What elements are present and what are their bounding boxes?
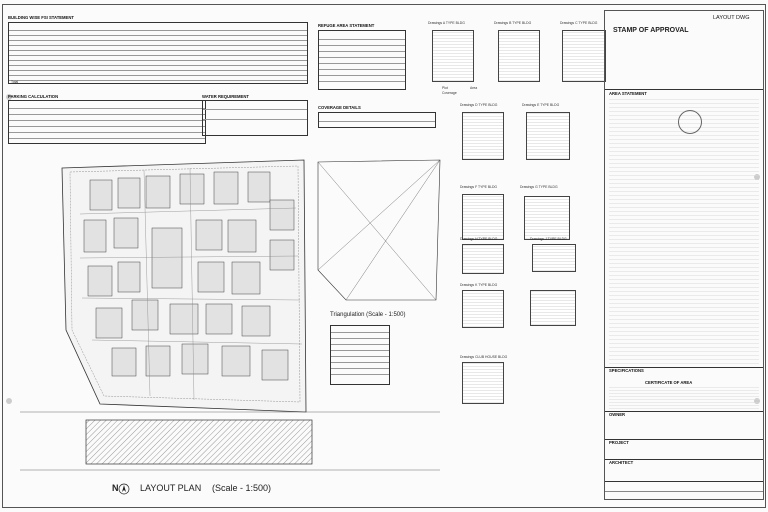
typical-plan bbox=[530, 290, 576, 326]
typical-plan-title: Drawings C TYPE BLDG bbox=[560, 21, 598, 25]
layout-plan-title: LAYOUT PLAN bbox=[140, 483, 202, 493]
coverage-table bbox=[318, 112, 436, 128]
area-statement-rows bbox=[609, 99, 759, 364]
fsi-table: Total bbox=[8, 22, 308, 84]
typical-plan-title: Drawings D TYPE BLDG bbox=[460, 103, 498, 107]
typical-plan bbox=[524, 196, 570, 240]
typical-plan-title: Drawings CLUB HOUSE BLDG bbox=[460, 355, 508, 359]
typical-plan-title: Drawings J TYPE BLDG bbox=[530, 237, 567, 241]
typical-plan bbox=[562, 30, 606, 82]
typical-plan-title: Drawings E TYPE BLDG bbox=[522, 103, 560, 107]
typical-plan bbox=[462, 112, 504, 160]
punch-hole bbox=[6, 94, 12, 100]
typical-plan bbox=[432, 30, 474, 82]
triangulation-table bbox=[330, 325, 390, 385]
parking-title: PARKING CALCULATION bbox=[8, 94, 59, 99]
refuge-title: REFUGE AREA STATEMENT bbox=[318, 23, 375, 28]
stamp-title: STAMP OF APPROVAL bbox=[613, 27, 689, 34]
typical-plan bbox=[498, 30, 540, 82]
round-seal bbox=[678, 110, 702, 134]
typical-plan bbox=[462, 362, 504, 404]
typical-plan-title: Drawings A TYPE BLDG bbox=[428, 21, 465, 25]
specifications-heading: SPECIFICATIONS bbox=[609, 368, 644, 373]
typical-plan bbox=[462, 290, 504, 328]
area-label: Area bbox=[470, 86, 478, 90]
architect-heading: ARCHITECT bbox=[609, 460, 634, 465]
sheet-border bbox=[2, 4, 766, 508]
typical-plan bbox=[462, 244, 504, 274]
plot-label: Plot bbox=[442, 86, 448, 90]
typical-plan-title: Drawings G TYPE BLDG bbox=[520, 185, 558, 189]
drawing-tag: LAYOUT DWG bbox=[713, 15, 750, 21]
typical-plan-title: Drawings K TYPE BLDG bbox=[460, 283, 498, 287]
typical-plan-title: Drawings H TYPE BLDG bbox=[460, 237, 498, 241]
owner-heading: OWNER bbox=[609, 412, 626, 417]
typical-plan bbox=[526, 112, 570, 160]
typical-plan-title: Drawings F TYPE BLDG bbox=[460, 185, 498, 189]
triangulation-title: Triangulation (Scale - 1:500) bbox=[330, 312, 406, 318]
typical-plan bbox=[462, 194, 504, 240]
typical-plan bbox=[532, 244, 576, 272]
fsi-total-label: Total bbox=[11, 80, 19, 84]
certificate-text bbox=[609, 387, 759, 409]
water-title: WATER REQUIREMENT bbox=[202, 94, 249, 99]
water-table bbox=[202, 100, 308, 136]
layout-plan-scale: (Scale - 1:500) bbox=[212, 483, 272, 493]
certificate-heading: CERTIFICATE OF AREA bbox=[645, 380, 693, 385]
area-statement-heading: AREA STATEMENT bbox=[609, 91, 647, 96]
north-label: N bbox=[112, 483, 119, 493]
project-heading: PROJECT bbox=[609, 440, 629, 445]
refuge-table bbox=[318, 30, 406, 90]
area-statement-title: BUILDING WISE FSI STATEMENT bbox=[8, 15, 74, 20]
coverage-label: Coverage bbox=[442, 91, 457, 95]
typical-plan-title: Drawings B TYPE BLDG bbox=[494, 21, 532, 25]
parking-table bbox=[8, 100, 206, 144]
punch-hole bbox=[6, 398, 12, 404]
coverage-title: COVERAGE DETAILS bbox=[318, 105, 361, 110]
title-block: LAYOUT DWG STAMP OF APPROVAL AREA STATEM… bbox=[604, 10, 764, 500]
